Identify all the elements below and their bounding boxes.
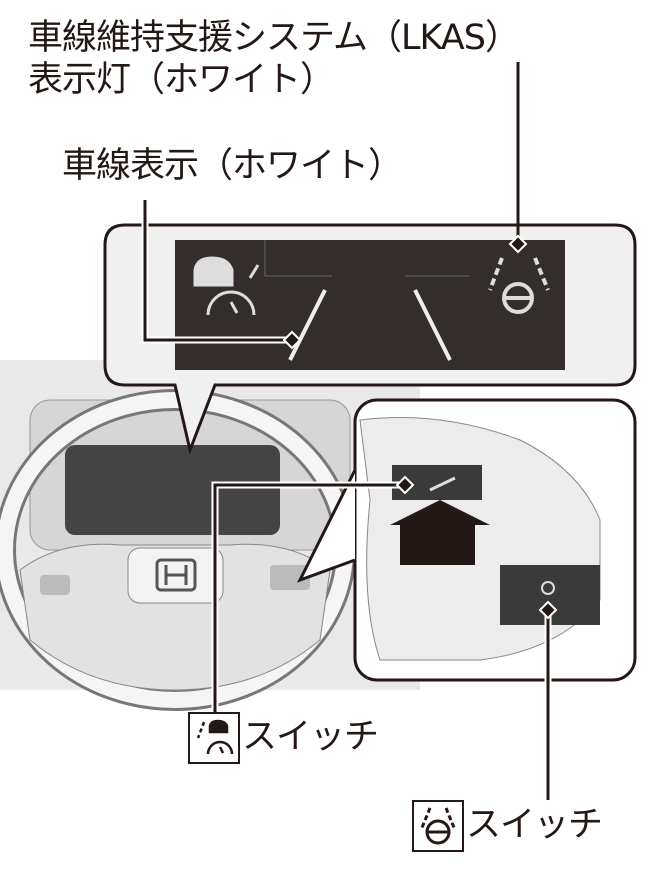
lkas-indicator-label-line2: 表示灯（ホワイト） <box>28 60 335 100</box>
lane-lines <box>288 289 452 361</box>
adaptive-cruise-icon <box>193 256 260 316</box>
acc-switch-label: スイッチ <box>242 717 379 757</box>
lane-keep-icon <box>412 800 464 852</box>
leader-lines <box>141 62 552 800</box>
lane-keep-icon <box>488 257 550 314</box>
lkas-indicator-label: 車線維持支援システム（LKAS） <box>28 18 520 58</box>
honda-emblem <box>155 558 197 592</box>
lkas-switch-label: スイッチ <box>466 805 603 845</box>
adaptive-cruise-icon <box>188 712 240 764</box>
leader-markers <box>282 234 558 620</box>
lane-display-label: 車線表示（ホワイト） <box>62 146 403 186</box>
switch-closeup <box>296 398 637 682</box>
